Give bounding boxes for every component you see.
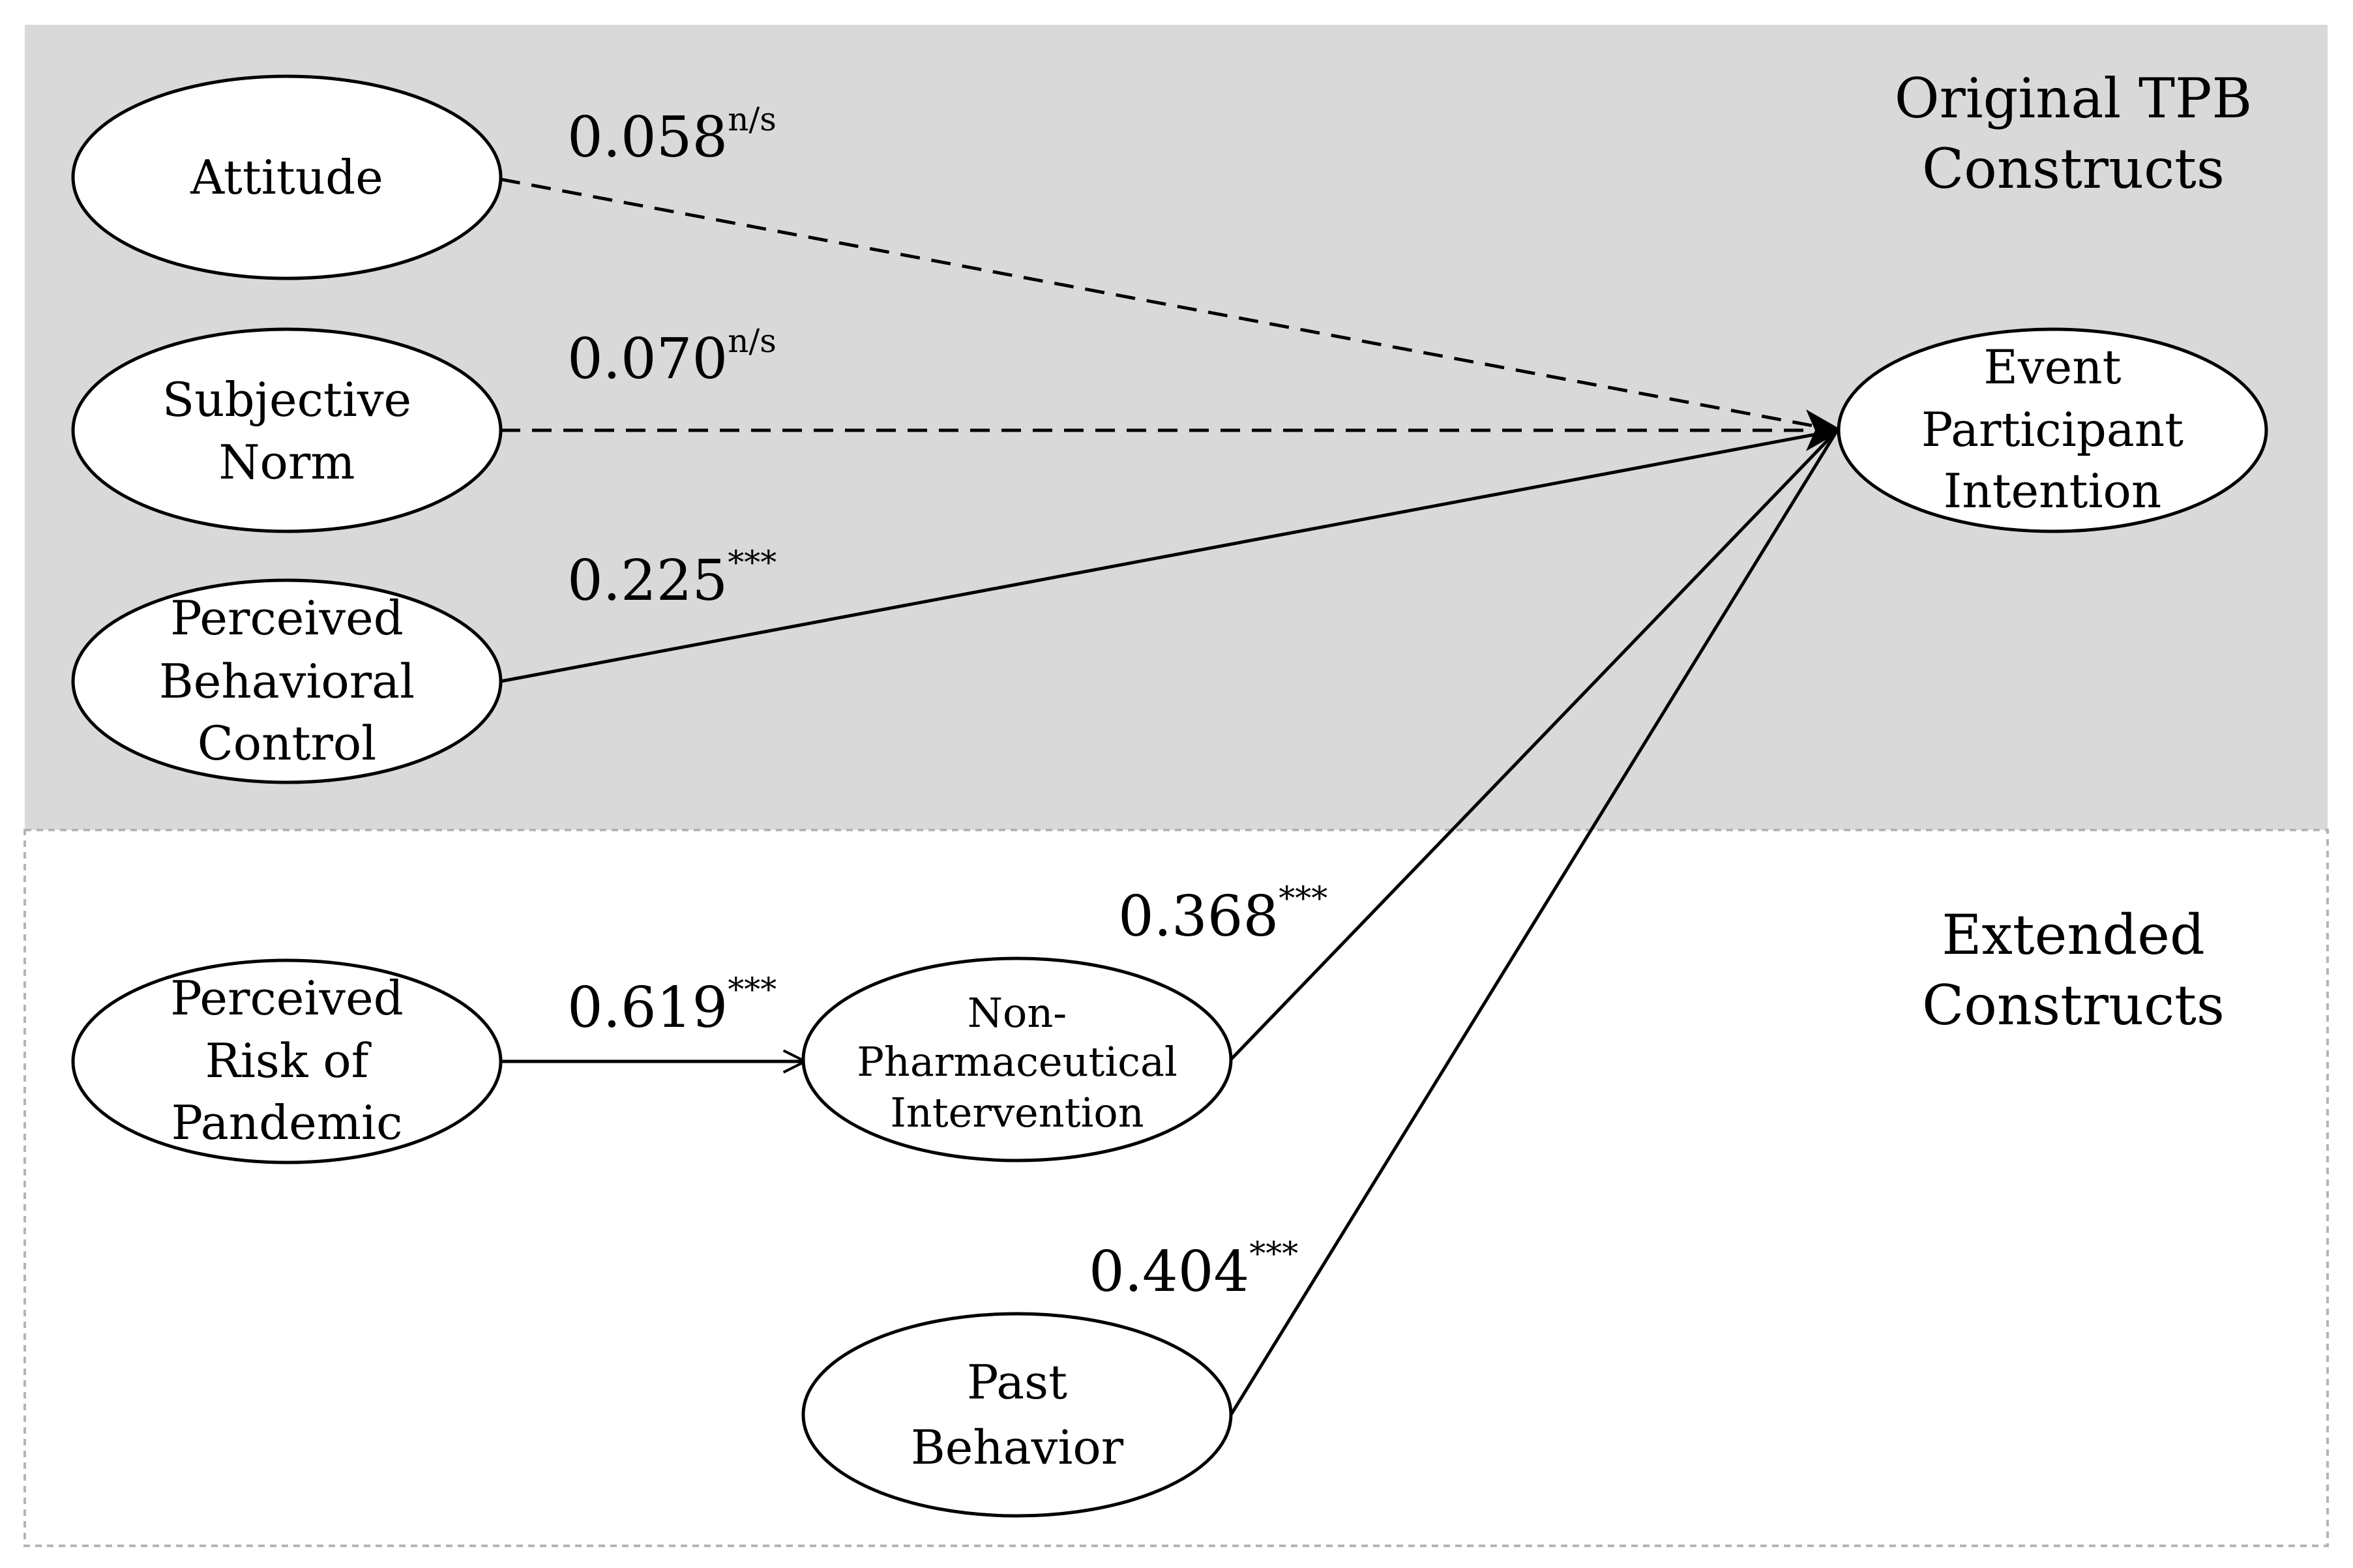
original-region-title-line1: Original TPB [1895, 67, 2253, 130]
node-intention-label-line3: Intention [1944, 464, 2161, 518]
node-pbc-label-line1: Perceived [170, 591, 404, 645]
node-past-label-line1: Past [967, 1355, 1067, 1410]
node-past-label-line2: Behavior [911, 1420, 1124, 1475]
node-norm-label-line2: Norm [218, 435, 355, 490]
node-risk-label-line1: Perceived [170, 971, 404, 1026]
node-attitude-label: Attitude [190, 150, 383, 205]
node-subjective-norm: Subjective Norm [71, 327, 503, 533]
coef-attitude-intention: 0.058n/s [567, 100, 777, 170]
coef-norm-intention: 0.070n/s [567, 322, 777, 392]
original-region-title-line2: Constructs [1922, 137, 2225, 201]
intention-arrowhead [1806, 409, 1842, 451]
node-perceived-behavioral-control: Perceived Behavioral Control [71, 578, 503, 784]
node-npi-label-line1: Non- [968, 989, 1067, 1037]
node-attitude: Attitude [71, 74, 503, 280]
node-npi-label-line3: Intervention [890, 1089, 1144, 1136]
node-event-participant-intention: Event Participant Intention [1837, 327, 2268, 533]
node-non-pharmaceutical-intervention: Non- Pharmaceutical Intervention [801, 956, 1233, 1162]
node-risk-label-line3: Pandemic [171, 1095, 403, 1150]
node-pbc-label-line2: Behavioral [159, 654, 415, 709]
extended-region-title-line2: Constructs [1922, 973, 2225, 1037]
node-past-behavior: Past Behavior [801, 1312, 1233, 1518]
node-perceived-risk-of-pandemic: Perceived Risk of Pandemic [71, 958, 503, 1164]
node-risk-label-line2: Risk of [205, 1033, 372, 1088]
node-intention-label-line2: Participant [1921, 402, 2183, 457]
edge-past-intention [1229, 429, 1839, 1416]
edge-attitude-intention [500, 177, 1838, 432]
coef-npi-intention: 0.368*** [1118, 880, 1327, 949]
edge-pbc-intention [500, 428, 1838, 683]
coef-pbc-intention: 0.225*** [567, 544, 777, 614]
edge-npi-intention [1230, 429, 1839, 1061]
node-npi-label-line2: Pharmaceutical [857, 1038, 1177, 1086]
node-pbc-label-line3: Control [198, 716, 377, 771]
coef-risk-npi: 0.619*** [567, 971, 777, 1041]
node-norm-label-line1: Subjective [162, 372, 411, 427]
extended-region-title-line1: Extended [1942, 903, 2205, 967]
coef-past-intention: 0.404*** [1089, 1235, 1298, 1305]
node-intention-label-line1: Event [1983, 340, 2121, 394]
